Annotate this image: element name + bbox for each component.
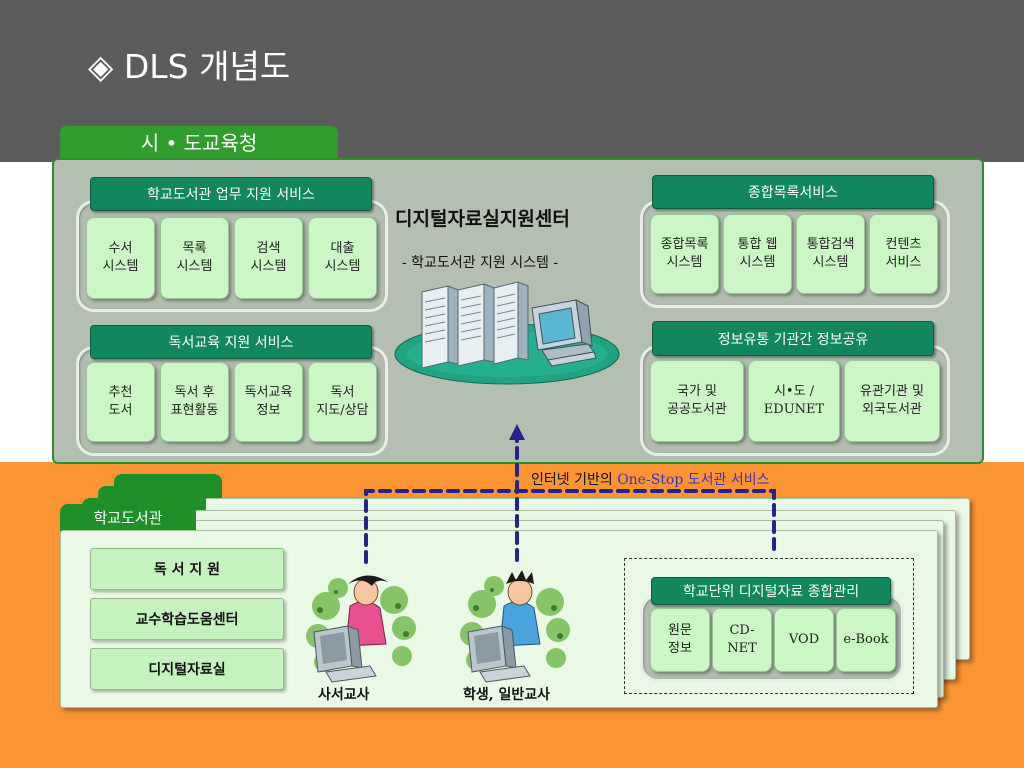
slide-title: ◈ DLS 개념도 [88,47,291,86]
recommended-books-item: 추천 도서 [86,362,155,442]
full-text-info-item: 원문 정보 [650,608,710,672]
student-at-computer-icon [460,570,570,683]
one-stop-label-prefix: 인터넷 기반의 [531,472,618,488]
search-system-item: 검색 시스템 [234,217,303,299]
related-foreign-library-item: 유관기관 및 외국도서관 [844,360,940,442]
school-tab [60,504,196,532]
digital-management-area [624,558,914,694]
reading-guidance-item: 독서 지도/상담 [308,362,377,442]
union-catalog-system-item: 종합목록 시스템 [650,214,719,294]
one-stop-label-highlight: One-Stop 도서관 서비스 [617,472,770,488]
teaching-learning-center-button[interactable]: 교수학습도움센터 [90,598,284,640]
national-public-library-item: 국가 및 공공도서관 [650,360,744,442]
post-reading-activity-item: 독서 후 표현활동 [160,362,229,442]
center-subtitle: - 학교도서관 지원 시스템 - [402,255,559,271]
digital-management-header: 학교단위 디지털자료 종합관리 [651,577,891,605]
one-stop-service-label: 인터넷 기반의 One-Stop 도서관 서비스 [531,469,770,489]
digital-resource-room-button[interactable]: 디지털자료실 [90,648,284,690]
cd-net-item: CD- NET [712,608,772,672]
integrated-web-system-item: 통합 웹 시스템 [723,214,792,294]
edunet-item: 시•도 / EDUNET [748,360,840,442]
acquisition-system-item: 수서 시스템 [86,217,155,299]
union-catalog-service-header: 종합목록서비스 [652,175,934,209]
server-cluster-icon [394,281,620,385]
ebook-item: e-Book [836,608,896,672]
integrated-search-system-item: 통합검색 시스템 [796,214,865,294]
information-sharing-header: 정보유통 기관간 정보공유 [652,321,934,356]
reading-education-support-header: 독서교육 지원 서비스 [90,325,372,359]
vod-item: VOD [774,608,834,672]
librarian-label: 사서교사 [318,687,370,703]
reading-support-button[interactable]: 독 서 지 원 [90,548,284,590]
student-teacher-label: 학생, 일반교사 [463,687,551,703]
librarian-at-computer-icon [306,575,416,683]
reading-education-info-item: 독서교육 정보 [234,362,303,442]
school-tab-label: 학교도서관 [93,509,163,527]
content-service-item: 컨텐츠 서비스 [869,214,938,294]
school-library-work-support-header: 학교도서관 업무 지원 서비스 [90,177,372,211]
loan-system-item: 대출 시스템 [308,217,377,299]
office-tab: 시 • 도교육청 [60,126,338,160]
librarian-connection-line [364,489,776,564]
catalog-system-item: 목록 시스템 [160,217,229,299]
up-arrow-icon [509,424,525,440]
center-title: 디지털자료실지원센터 [395,208,570,230]
